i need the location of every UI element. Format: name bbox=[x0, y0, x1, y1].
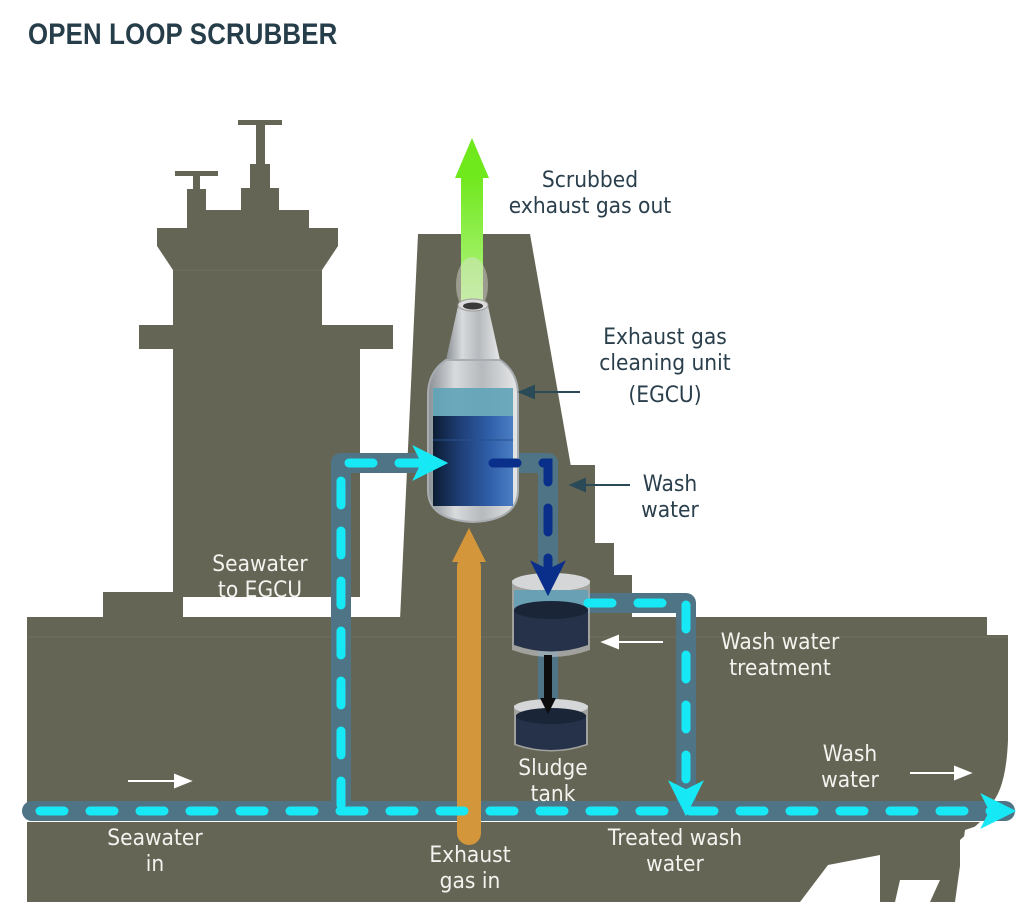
mast-small bbox=[175, 171, 218, 176]
flow-treated-wash-water bbox=[583, 598, 704, 817]
flow-seawater-to-egcu bbox=[336, 445, 449, 810]
label-egcu: Exhaust gas cleaning unit (EGCU) bbox=[599, 325, 731, 408]
scrubbed-exhaust-out-arrow bbox=[455, 138, 489, 313]
label-seawater-in: Seawater in bbox=[107, 826, 203, 877]
label-scrubbed-exhaust-out: Scrubbed exhaust gas out bbox=[508, 168, 672, 219]
pointer-egcu bbox=[517, 384, 580, 400]
egcu-unit bbox=[427, 298, 519, 524]
flow-wash-water bbox=[488, 458, 566, 597]
label-wash-water-treatment: Wash water treatment bbox=[720, 630, 840, 681]
diagram-title: OPEN LOOP SCRUBBER bbox=[28, 18, 338, 51]
label-seawater-to-egcu: Seawater to EGCU bbox=[212, 552, 308, 603]
exhaust-gas-in-arrow bbox=[452, 528, 486, 845]
sludge-arrowhead bbox=[540, 698, 556, 714]
pointer-wash-water bbox=[568, 477, 630, 493]
wash-water-treatment-tank bbox=[512, 573, 590, 657]
stern-cutouts bbox=[800, 810, 1024, 902]
direction-arrow-wash-water-out bbox=[910, 765, 973, 781]
label-sludge-tank: Sludge tank bbox=[518, 756, 588, 807]
direction-arrow-seawater-in bbox=[128, 773, 193, 789]
bridge-wing bbox=[139, 325, 393, 349]
pointer-treatment bbox=[600, 634, 663, 650]
label-treated-wash-water: Treated wash water bbox=[607, 826, 743, 877]
label-wash-water-out: Wash water bbox=[821, 742, 879, 793]
label-exhaust-gas-in: Exhaust gas in bbox=[429, 843, 511, 894]
mast-large bbox=[238, 120, 282, 125]
label-wash-water: Wash water bbox=[641, 472, 699, 523]
sludge-tank bbox=[514, 699, 588, 752]
